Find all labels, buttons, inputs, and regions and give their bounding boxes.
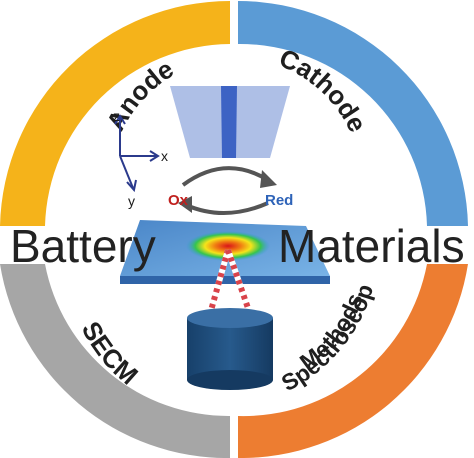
laser-beams (207, 249, 253, 315)
redox-arrow-head-top (260, 170, 277, 188)
sample-plate (120, 220, 330, 284)
materials-word: Materials (278, 220, 465, 272)
coordinate-axes (114, 114, 160, 193)
battery-word: Battery (10, 220, 156, 272)
anode-segment (0, 1, 230, 226)
secm-segment (0, 264, 230, 458)
cathode-segment (238, 0, 468, 226)
redox-arrow-head-bottom (178, 196, 192, 213)
x-axis-label: x (161, 148, 168, 164)
red-label: Red (265, 192, 293, 209)
z-axis-label: z (113, 108, 120, 124)
ox-label: Ox (168, 192, 189, 209)
redox-cycle-arrows (181, 166, 270, 215)
objective-cylinder (187, 308, 273, 390)
hotspot (186, 231, 270, 261)
spectroscopic-segment (238, 264, 468, 458)
y-axis-label: y (128, 193, 135, 209)
probe-tip (170, 86, 290, 158)
